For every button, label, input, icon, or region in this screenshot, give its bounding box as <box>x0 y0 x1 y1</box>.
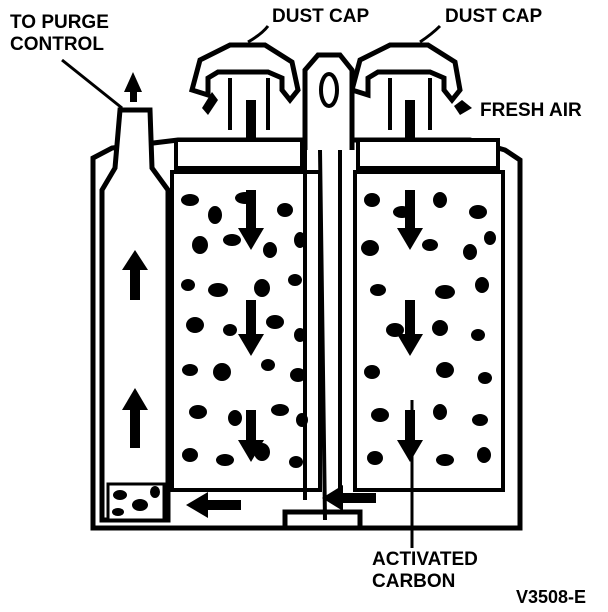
purge-tube <box>99 107 171 523</box>
fresh-air-arrow-right <box>454 100 472 115</box>
left-top-plate <box>174 138 304 170</box>
label-purge-line2: CONTROL <box>10 34 104 55</box>
fresh-air-arrow-left <box>202 92 218 115</box>
leader-dust-cap-right <box>419 24 442 44</box>
purge-arrow-lower <box>122 388 148 448</box>
label-fresh-air: FRESH AIR <box>480 100 582 121</box>
dust-cap-left-stem <box>228 78 270 130</box>
purge-tube-carbon-granules <box>112 486 160 516</box>
left-carbon-granules <box>181 192 308 468</box>
label-dust-cap-left: DUST CAP <box>272 6 370 27</box>
label-purge-line1: TO PURGE <box>10 12 109 33</box>
dust-cap-left <box>188 42 301 105</box>
dust-cap-right <box>348 42 463 105</box>
leader-purge-control <box>61 58 123 110</box>
purge-arrow-upper <box>122 250 148 300</box>
dust-cap-right-stem <box>388 78 432 130</box>
label-carbon-line2: CARBON <box>372 571 456 592</box>
center-tube <box>303 149 342 521</box>
leader-dust-cap-left <box>247 25 270 44</box>
label-carbon-line1: ACTIVATED <box>372 549 478 570</box>
purge-exit-arrow <box>124 72 142 102</box>
right-carbon-granules <box>361 192 496 466</box>
center-port-opening <box>319 72 339 108</box>
canister-base <box>93 509 523 531</box>
figure-code: V3508-E <box>516 587 587 607</box>
right-top-plate <box>356 138 500 170</box>
label-dust-cap-right: DUST CAP <box>445 6 543 27</box>
bottom-flow-arrows <box>186 485 376 518</box>
